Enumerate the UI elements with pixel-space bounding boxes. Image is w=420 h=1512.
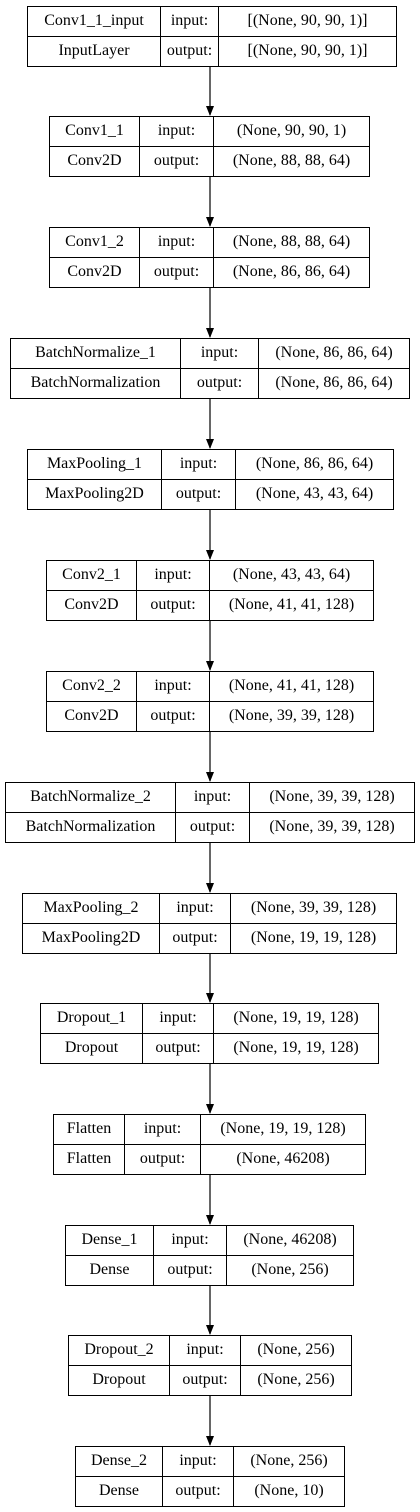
output-shape: (None, 86, 86, 64) [275, 374, 393, 392]
input-shape: (None, 256) [234, 1447, 344, 1477]
layer-type: Dense [76, 1476, 163, 1506]
layer-type: Flatten [54, 1144, 125, 1174]
layer-name: Conv1_1 [50, 117, 140, 147]
input-label: input: [176, 783, 250, 813]
input-label: input: [161, 7, 219, 37]
input-shape: (None, 86, 86, 64) [259, 339, 409, 369]
layer-name: Dense_2 [76, 1447, 163, 1477]
input-shape: (None, 86, 86, 64) [236, 450, 393, 480]
layer-name: MaxPooling_1 [28, 450, 162, 480]
layer-name: MaxPooling_2 [23, 894, 160, 924]
output-shape: (None, 256) [251, 1261, 329, 1279]
layer-name: Conv1_2 [50, 228, 140, 258]
layer-name: BatchNormalize_2 [6, 783, 176, 813]
input-shape: (None, 46208) [227, 1226, 353, 1256]
output-label: output: [125, 1144, 201, 1174]
input-shape: (None, 90, 90, 1) [214, 117, 369, 147]
layer-name: BatchNormalize_1 [11, 339, 181, 369]
input-shape: (None, 39, 39, 128) [231, 894, 396, 924]
layer-type: BatchNormalization [6, 812, 176, 842]
layer-type: BatchNormalization [11, 368, 181, 398]
layer-name: Dropout_2 [69, 1336, 170, 1366]
layer-name: Dropout_1 [41, 1004, 143, 1034]
input-shape: (None, 43, 43, 64) [210, 561, 373, 591]
output-label: output: [140, 257, 214, 287]
layer-type: MaxPooling2D [23, 923, 160, 953]
layer-type: Conv2D [50, 146, 140, 176]
layer-type: Dropout [69, 1365, 170, 1395]
output-shape: (None, 39, 39, 128) [269, 818, 395, 836]
input-shape: (None, 19, 19, 128) [201, 1115, 365, 1145]
output-label: output: [137, 701, 210, 731]
layer-name: Dense_1 [66, 1226, 154, 1256]
input-label: input: [162, 450, 236, 480]
output-label: output: [163, 1476, 234, 1506]
input-label: input: [163, 1447, 234, 1477]
layer-type: Dense [66, 1255, 154, 1285]
output-shape: (None, 256) [257, 1371, 335, 1389]
output-label: output: [137, 590, 210, 620]
input-label: input: [160, 894, 231, 924]
output-shape: (None, 19, 19, 128) [233, 1039, 359, 1057]
output-shape: (None, 46208) [236, 1150, 330, 1168]
layer-type: Conv2D [47, 701, 137, 731]
output-label: output: [160, 923, 231, 953]
output-shape: (None, 10) [254, 1482, 324, 1500]
output-shape: (None, 43, 43, 64) [255, 485, 374, 503]
input-shape: (None, 256) [241, 1336, 351, 1366]
input-shape: (None, 19, 19, 128) [214, 1004, 378, 1034]
output-label: output: [154, 1255, 227, 1285]
input-shape: (None, 41, 41, 128) [210, 672, 373, 702]
layer-name: Conv2_1 [47, 561, 137, 591]
input-label: input: [170, 1336, 241, 1366]
layer-name: Flatten [54, 1115, 125, 1145]
output-shape: [(None, 90, 90, 1)] [247, 42, 368, 60]
input-label: input: [140, 117, 214, 147]
input-shape: (None, 88, 88, 64) [214, 228, 369, 258]
input-label: input: [154, 1226, 227, 1256]
layer-type: MaxPooling2D [28, 479, 162, 509]
layer-type: InputLayer [28, 36, 161, 66]
input-shape: [(None, 90, 90, 1)] [219, 7, 396, 37]
layer-name: Conv2_2 [47, 672, 137, 702]
output-shape: (None, 19, 19, 128) [250, 929, 377, 947]
output-label: output: [176, 812, 250, 842]
output-label: output: [143, 1033, 214, 1063]
output-label: output: [181, 368, 259, 398]
input-label: input: [181, 339, 259, 369]
input-shape: (None, 39, 39, 128) [250, 783, 414, 813]
layer-name: Conv1_1_input [28, 7, 161, 37]
layer-type: Conv2D [50, 257, 140, 287]
input-label: input: [143, 1004, 214, 1034]
output-label: output: [162, 479, 236, 509]
input-label: input: [140, 228, 214, 258]
input-label: input: [137, 561, 210, 591]
output-label: output: [161, 36, 219, 66]
output-shape: (None, 39, 39, 128) [228, 707, 355, 725]
input-label: input: [137, 672, 210, 702]
layer-type: Dropout [41, 1033, 143, 1063]
output-shape: (None, 88, 88, 64) [232, 152, 351, 170]
output-shape: (None, 41, 41, 128) [228, 596, 355, 614]
output-label: output: [140, 146, 214, 176]
output-shape: (None, 86, 86, 64) [232, 263, 351, 281]
input-label: input: [125, 1115, 201, 1145]
output-label: output: [170, 1365, 241, 1395]
layer-type: Conv2D [47, 590, 137, 620]
